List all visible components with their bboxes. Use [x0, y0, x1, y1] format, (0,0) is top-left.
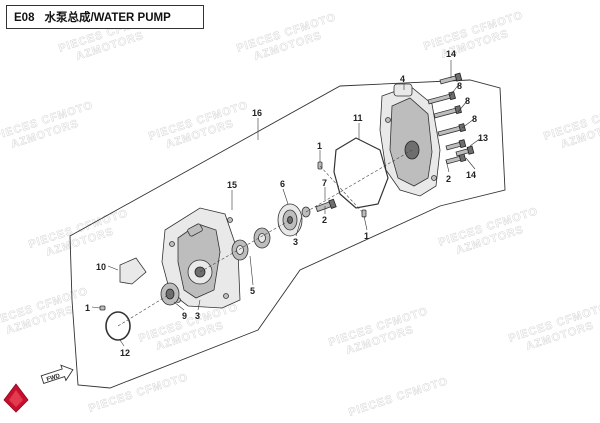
callout-label: 8 [457, 81, 462, 91]
callout-label: 7 [322, 178, 327, 188]
callout-label: 5 [250, 286, 255, 296]
watermark-text: PIECES CFMOTO [347, 375, 449, 418]
callout-label: 6 [280, 179, 285, 189]
pump-cover [161, 207, 241, 309]
pump-housing [379, 83, 441, 197]
shaft-seals [231, 227, 271, 261]
callout-label: 14 [466, 170, 476, 180]
housing-bolts [427, 72, 475, 165]
drain-bolt [315, 198, 337, 213]
callout-label: 4 [400, 74, 405, 84]
callout-label: 1 [317, 141, 322, 151]
callout-label: 2 [322, 215, 327, 225]
watermark-text: PIECES CFMOTO [87, 371, 189, 415]
callout-label: 10 [96, 262, 106, 272]
callout-label: 15 [227, 180, 237, 190]
callout-label: 12 [120, 348, 130, 358]
callout-label: 8 [465, 96, 470, 106]
callout-label: 1 [85, 303, 90, 313]
leader-lines [91, 60, 482, 347]
callout-label: 3 [293, 237, 298, 247]
assembly-lines [117, 149, 413, 327]
fwd-arrow: FWD [40, 364, 74, 384]
cover-gasket [119, 257, 147, 285]
callout-label: 16 [252, 108, 262, 118]
o-ring [105, 311, 131, 341]
fwd-label: FWD [46, 373, 61, 383]
callout-label: 8 [472, 114, 477, 124]
callout-label: 3 [195, 311, 200, 321]
callout-label: 11 [353, 113, 363, 123]
callout-labels: 14 8 4 8 8 13 2 14 11 16 1 7 2 1 6 3 15 … [85, 49, 488, 358]
impeller [277, 203, 303, 237]
diagram-code: E08 [14, 12, 35, 24]
callout-label: 1 [364, 231, 369, 241]
callout-label: 2 [446, 174, 451, 184]
brand-logo [3, 383, 29, 413]
diagram-title: E08 水泵总成/WATER PUMP [6, 5, 204, 29]
diagram-name: 水泵总成/WATER PUMP [44, 12, 171, 24]
callout-label: 13 [478, 133, 488, 143]
callout-label: 9 [182, 311, 187, 321]
housing-gasket [333, 137, 389, 209]
callout-label: 14 [446, 49, 456, 59]
